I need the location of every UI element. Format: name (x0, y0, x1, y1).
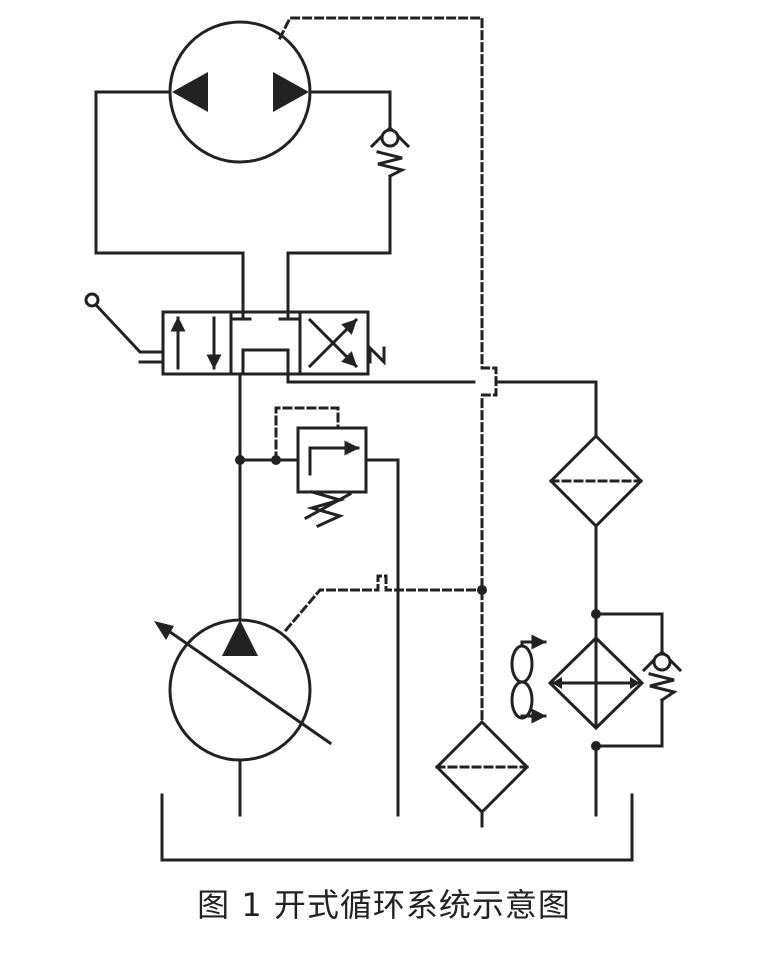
reservoir-symbol (160, 793, 634, 862)
relief-pilot-line (274, 406, 340, 462)
cooler-bypass-check-valve-symbol (641, 649, 683, 703)
variable-pump-symbol (154, 618, 333, 817)
cooler-fan-symbol (510, 634, 547, 724)
junction-dots (235, 455, 601, 751)
return-filter-symbol (548, 433, 644, 529)
hydraulic-motor-symbol (168, 20, 312, 164)
drain-lines (277, 16, 498, 724)
check-valve-motor-symbol (369, 125, 411, 179)
figure-caption: 图 1 开式循环系统示意图 (197, 886, 571, 924)
directional-valve-symbol (161, 310, 386, 376)
pressure-lines (238, 372, 300, 622)
motor-port-lines (94, 90, 392, 314)
hand-lever-symbol (84, 292, 165, 364)
oil-cooler-symbol (547, 635, 645, 731)
suction-filter-symbol (434, 719, 530, 828)
hydraulic-schematic (84, 16, 683, 862)
return-lines (286, 372, 664, 817)
relief-valve-symbol (296, 426, 400, 817)
